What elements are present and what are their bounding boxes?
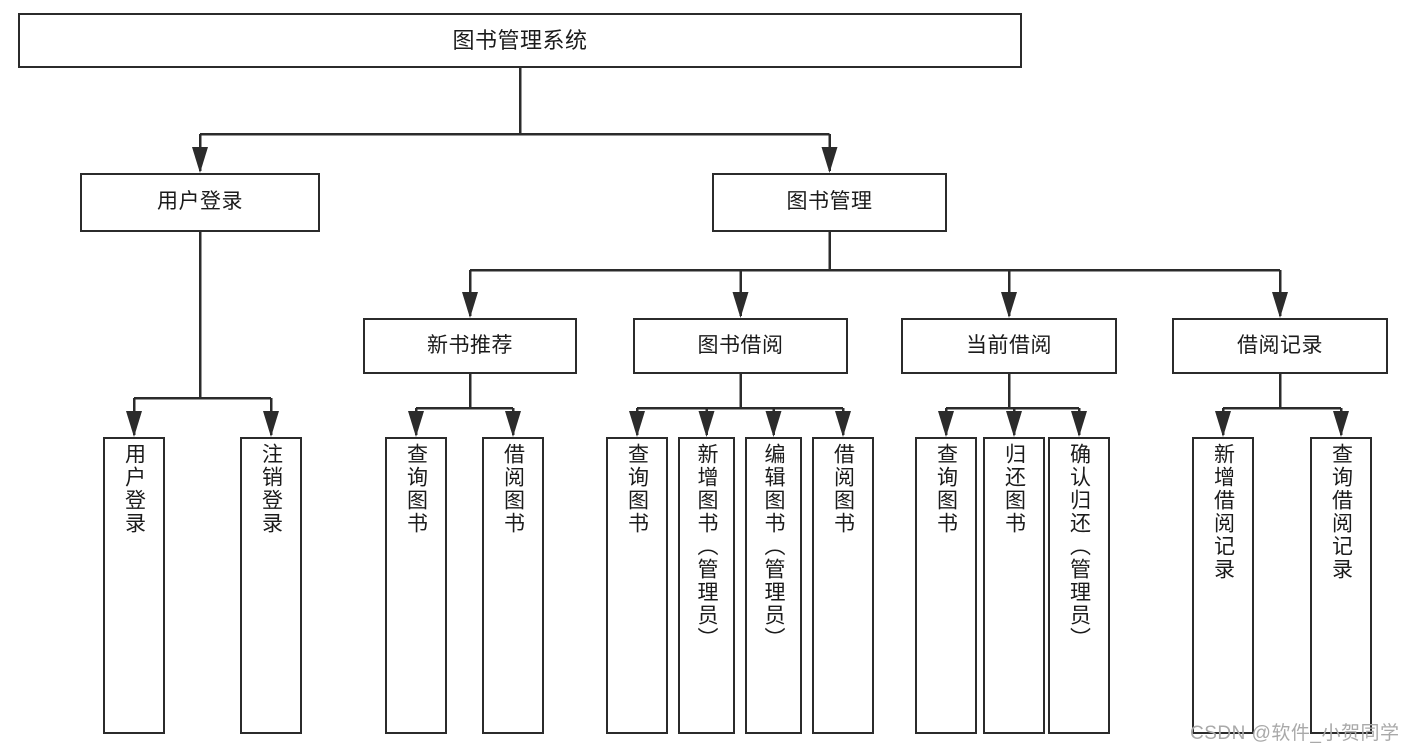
node-new-book-rec[interactable]: 新书推荐 xyxy=(363,318,577,374)
node-leaf-return[interactable]: 归还图书 xyxy=(983,437,1045,734)
node-label: 图书借阅 xyxy=(697,333,784,357)
node-label: 当前借阅 xyxy=(966,333,1052,357)
node-label: 新增图书（管理员） xyxy=(695,443,718,650)
node-leaf-query-rec[interactable]: 查询借阅记录 xyxy=(1310,437,1372,734)
node-user-login[interactable]: 用户登录 xyxy=(80,173,320,232)
node-root[interactable]: 图书管理系统 xyxy=(18,13,1022,68)
node-leaf-add-rec[interactable]: 新增借阅记录 xyxy=(1192,437,1254,734)
node-book-manage[interactable]: 图书管理 xyxy=(712,173,947,232)
node-label: 编辑图书（管理员） xyxy=(762,443,785,650)
node-leaf-query-2[interactable]: 查询图书 xyxy=(606,437,668,734)
node-leaf-query-1[interactable]: 查询图书 xyxy=(385,437,447,734)
node-leaf-borrow-2[interactable]: 借阅图书 xyxy=(812,437,874,734)
node-label: 注销登录 xyxy=(259,443,283,535)
node-label: 用户登录 xyxy=(157,190,243,214)
node-label: 查询图书 xyxy=(934,443,958,535)
node-label: 确认归还（管理员） xyxy=(1067,443,1091,650)
node-leaf-confirm[interactable]: 确认归还（管理员） xyxy=(1048,437,1110,734)
node-label: 用户登录 xyxy=(122,443,146,535)
node-leaf-borrow-1[interactable]: 借阅图书 xyxy=(482,437,544,734)
node-borrow-record[interactable]: 借阅记录 xyxy=(1172,318,1388,374)
node-label: 新书推荐 xyxy=(427,333,513,357)
node-label: 借阅记录 xyxy=(1237,333,1323,357)
node-leaf-query-3[interactable]: 查询图书 xyxy=(915,437,977,734)
node-leaf-edit-book[interactable]: 编辑图书（管理员） xyxy=(745,437,802,734)
node-label: 借阅图书 xyxy=(501,443,525,535)
node-leaf-logout[interactable]: 注销登录 xyxy=(240,437,302,734)
node-label: 查询借阅记录 xyxy=(1329,443,1353,581)
node-label: 归还图书 xyxy=(1002,443,1026,535)
node-label: 查询图书 xyxy=(625,443,649,535)
node-label: 新增借阅记录 xyxy=(1211,443,1235,581)
node-current-borrow[interactable]: 当前借阅 xyxy=(901,318,1117,374)
node-label: 借阅图书 xyxy=(831,443,855,535)
node-leaf-add-book[interactable]: 新增图书（管理员） xyxy=(678,437,735,734)
node-label: 图书管理 xyxy=(786,190,873,214)
node-label: 查询图书 xyxy=(404,443,428,535)
node-label: 图书管理系统 xyxy=(452,27,588,53)
node-book-borrow[interactable]: 图书借阅 xyxy=(633,318,848,374)
watermark: CSDN @软件_小贺同学 xyxy=(1190,723,1400,744)
node-leaf-user-login[interactable]: 用户登录 xyxy=(103,437,165,734)
